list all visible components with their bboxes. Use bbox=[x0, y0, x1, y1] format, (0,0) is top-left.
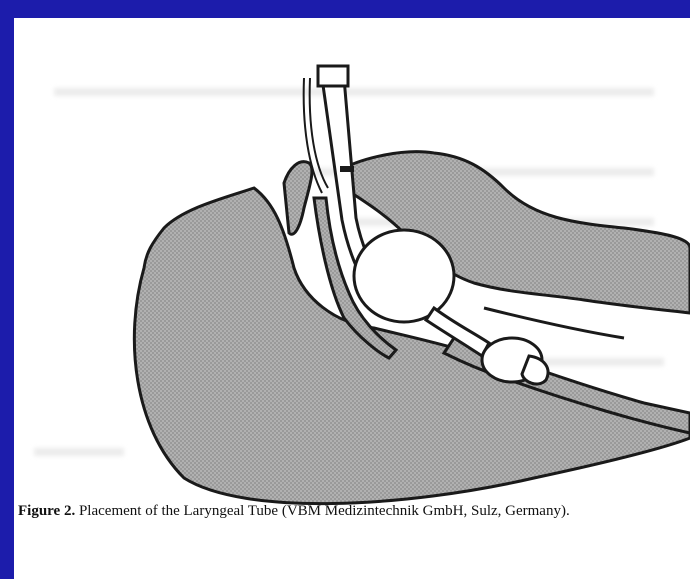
proximal-cuff bbox=[354, 230, 454, 322]
figure-caption-text: Placement of the Laryngeal Tube (VBM Med… bbox=[79, 503, 570, 519]
scanned-page: Figure 2. Placement of the Laryngeal Tub… bbox=[14, 18, 690, 579]
distal-tip bbox=[522, 356, 548, 384]
laryngeal-tube-illustration bbox=[104, 38, 690, 516]
figure-caption: Figure 2. Placement of the Laryngeal Tub… bbox=[18, 502, 678, 521]
figure-label: Figure 2. bbox=[18, 503, 75, 519]
tube-connector bbox=[318, 66, 348, 86]
tube-marking bbox=[340, 166, 354, 172]
epiglottis-shape bbox=[284, 162, 312, 235]
esophagus-line bbox=[484, 308, 624, 338]
